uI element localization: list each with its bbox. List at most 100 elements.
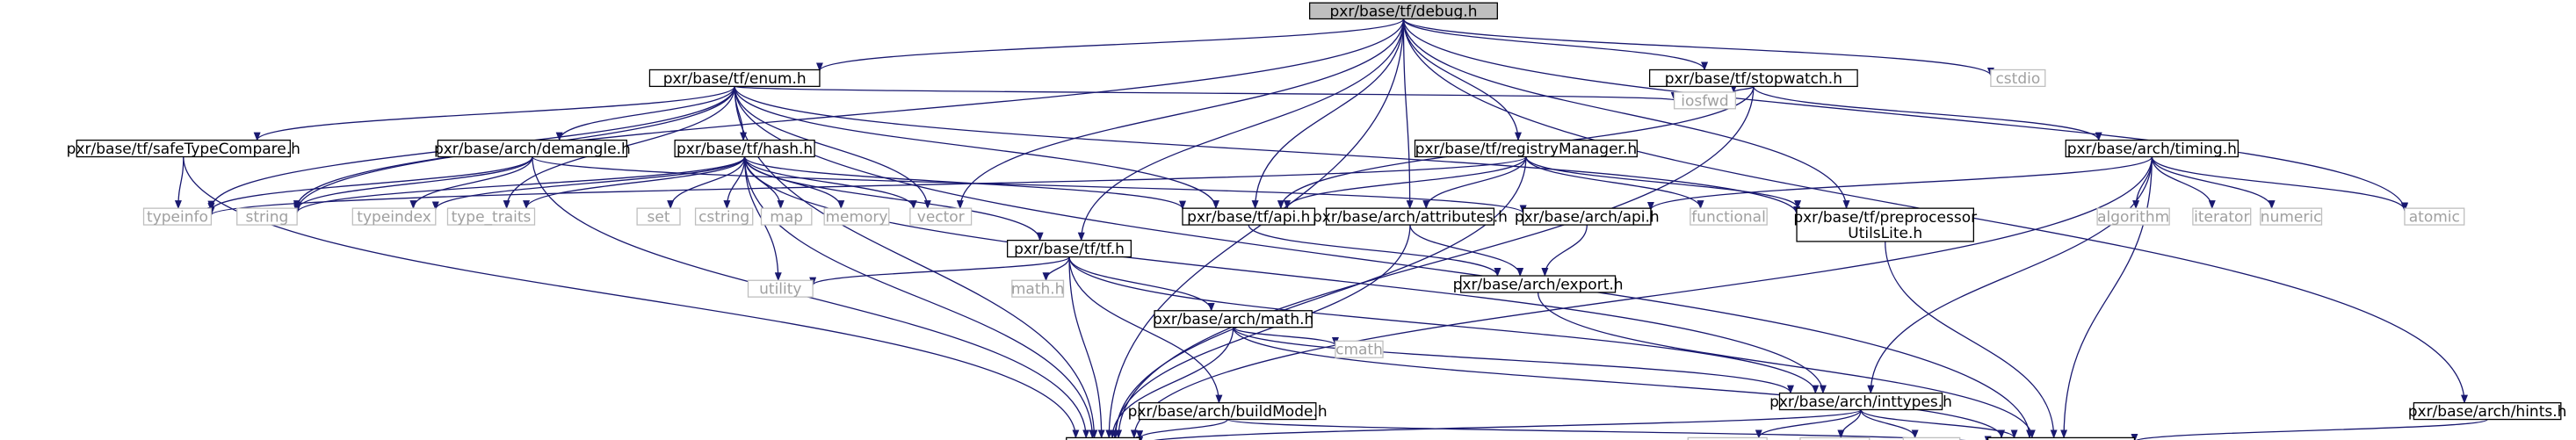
- edge-timing-to-archApi: [1647, 156, 2153, 211]
- edge-safeType-to-typeinfo: [174, 156, 185, 210]
- edge-inttypes-to-cstdint: [1860, 409, 1919, 439]
- node-label: algorithm: [2097, 209, 2169, 227]
- node-box: [1308, 2, 1498, 20]
- node-label: vector: [917, 209, 965, 227]
- edge-debug-to-cstdio: [1402, 18, 1994, 76]
- node-inttypes[interactable]: pxr/base/arch/inttypes.h: [1769, 392, 1952, 411]
- node-safeType[interactable]: pxr/base/tf/safeTypeCompare.h: [67, 139, 300, 158]
- node-archMath[interactable]: pxr/base/arch/math.h: [1153, 310, 1313, 328]
- node-box: [1799, 436, 1870, 440]
- node-label: type_traits: [452, 209, 532, 227]
- node-box: [1987, 436, 2136, 440]
- node-cstdio: cstdio: [1990, 69, 2046, 88]
- node-cstdint: cstdint: [1902, 436, 1961, 440]
- node-label: UtilsLite.h: [1848, 225, 1922, 242]
- node-box: [2260, 207, 2323, 226]
- edge-tf-to-buildMode: [1068, 256, 1223, 404]
- edge-tf-to-pxr: [1068, 256, 1105, 439]
- edge-stopwatch-to-timing: [1753, 86, 2102, 141]
- node-label: pxr/base/arch/defines.h: [1973, 438, 2150, 440]
- node-hints[interactable]: pxr/base/arch/hints.h: [2408, 402, 2567, 421]
- edge-timing-to-numeric: [2151, 156, 2276, 210]
- edge-hash-to-tf: [743, 156, 1044, 242]
- edge-demangle-to-string: [293, 156, 533, 211]
- edge-api-to-export: [1248, 224, 1501, 278]
- edge-demangle-to-typeindex: [409, 156, 533, 210]
- node-export[interactable]: pxr/base/arch/export.h: [1453, 275, 1624, 293]
- node-box: [1522, 207, 1652, 226]
- node-numeric: numeric: [2260, 207, 2323, 227]
- node-box: [747, 279, 814, 298]
- edge-inttypes-to-pxr: [1136, 408, 1862, 440]
- node-debug[interactable]: pxr/base/tf/debug.h: [1308, 2, 1498, 20]
- node-cinttypes: cinttypes: [1799, 436, 1870, 440]
- edge-hash-to-cstring: [723, 156, 746, 210]
- node-archApi[interactable]: pxr/base/arch/api.h: [1515, 207, 1660, 227]
- node-atomic: atomic: [2404, 207, 2465, 227]
- edge-archMath-to-inttypes: [1233, 327, 1794, 394]
- edge-archMath-to-pxr: [1109, 327, 1234, 439]
- node-box: [1459, 275, 1617, 293]
- node-sysTypes: sys/types.h: [1685, 436, 1770, 440]
- node-label: pxr/base/tf/hash.h: [677, 141, 813, 158]
- node-label: pxr/base/tf/debug.h: [1329, 3, 1477, 20]
- node-box: [1011, 279, 1065, 298]
- node-pxr[interactable]: pxr/pxr.h: [1066, 436, 1140, 440]
- node-type_traits: type_traits: [446, 207, 536, 227]
- node-box: [76, 139, 291, 158]
- edge-debug-to-stopwatch: [1402, 18, 1708, 71]
- node-tf[interactable]: pxr/base/tf/tf.h: [1006, 239, 1132, 258]
- node-box: [1182, 207, 1316, 226]
- node-box: [1990, 69, 2046, 88]
- edge-debug-to-pxr: [1105, 18, 1405, 439]
- node-box: [437, 139, 628, 158]
- node-enum[interactable]: pxr/base/tf/enum.h: [648, 69, 821, 88]
- edges-layer: [174, 18, 2488, 440]
- edge-enum-to-api: [734, 86, 1219, 210]
- node-algorithm: algorithm: [2096, 207, 2170, 227]
- node-label: atomic: [2409, 209, 2460, 227]
- node-cmath: cmath: [1335, 340, 1384, 359]
- node-label: sys/types.h: [1685, 438, 1770, 440]
- edge-hash-to-api: [743, 156, 1186, 210]
- node-buildMode[interactable]: pxr/base/arch/buildMode.h: [1128, 402, 1328, 421]
- node-box: [823, 207, 890, 226]
- edge-regMgr-to-api: [1284, 156, 1527, 210]
- node-defines[interactable]: pxr/base/arch/defines.h: [1973, 436, 2150, 440]
- edge-debug-to-enum: [816, 18, 1405, 72]
- node-regMgr[interactable]: pxr/base/tf/registryManager.h: [1414, 139, 1638, 158]
- edge-enum-to-iosfwd: [734, 85, 1677, 101]
- node-label: pxr/base/tf/api.h: [1187, 209, 1310, 227]
- node-label: iterator: [2194, 209, 2249, 227]
- node-timing[interactable]: pxr/base/arch/timing.h: [2065, 139, 2240, 158]
- node-functional: functional: [1690, 207, 1768, 227]
- node-label: pxr/base/tf/stopwatch.h: [1665, 70, 1842, 88]
- node-iosfwd: iosfwd: [1673, 91, 1736, 110]
- node-hash[interactable]: pxr/base/tf/hash.h: [674, 139, 815, 158]
- node-set: set: [636, 207, 681, 227]
- node-box: [236, 207, 298, 226]
- nodes-layer: pxr/base/tf/debug.h pxr/base/tf/enum.h pxr…: [67, 2, 2567, 440]
- node-box: [1154, 310, 1313, 328]
- node-demangle[interactable]: pxr/base/arch/demangle.h: [434, 139, 631, 158]
- node-label: pxr/base/arch/math.h: [1153, 311, 1313, 328]
- edge-hash-to-set: [667, 156, 746, 210]
- node-label: pxr/base/arch/api.h: [1515, 209, 1660, 227]
- node-label: pxr/base/arch/inttypes.h: [1769, 393, 1952, 411]
- node-label: cmath: [1335, 342, 1383, 359]
- node-api[interactable]: pxr/base/tf/api.h: [1182, 207, 1316, 227]
- node-label: cstdint: [1907, 438, 1957, 440]
- node-attributes[interactable]: pxr/base/arch/attributes.h: [1313, 207, 1508, 227]
- edge-debug-to-api: [1251, 18, 1405, 210]
- node-box: [1138, 402, 1317, 421]
- edge-demangle-to-typeinfo: [207, 156, 533, 213]
- node-label: pxr/base/arch/demangle.h: [434, 141, 631, 158]
- node-label: cinttypes: [1800, 438, 1869, 440]
- node-label: pxr/base/tf/safeTypeCompare.h: [67, 141, 300, 158]
- node-stopwatch[interactable]: pxr/base/tf/stopwatch.h: [1648, 69, 1858, 88]
- node-box: [636, 207, 681, 226]
- edge-hints-to-defines: [2131, 418, 2488, 440]
- node-box: [674, 139, 815, 158]
- node-label: cstdio: [1995, 70, 2040, 88]
